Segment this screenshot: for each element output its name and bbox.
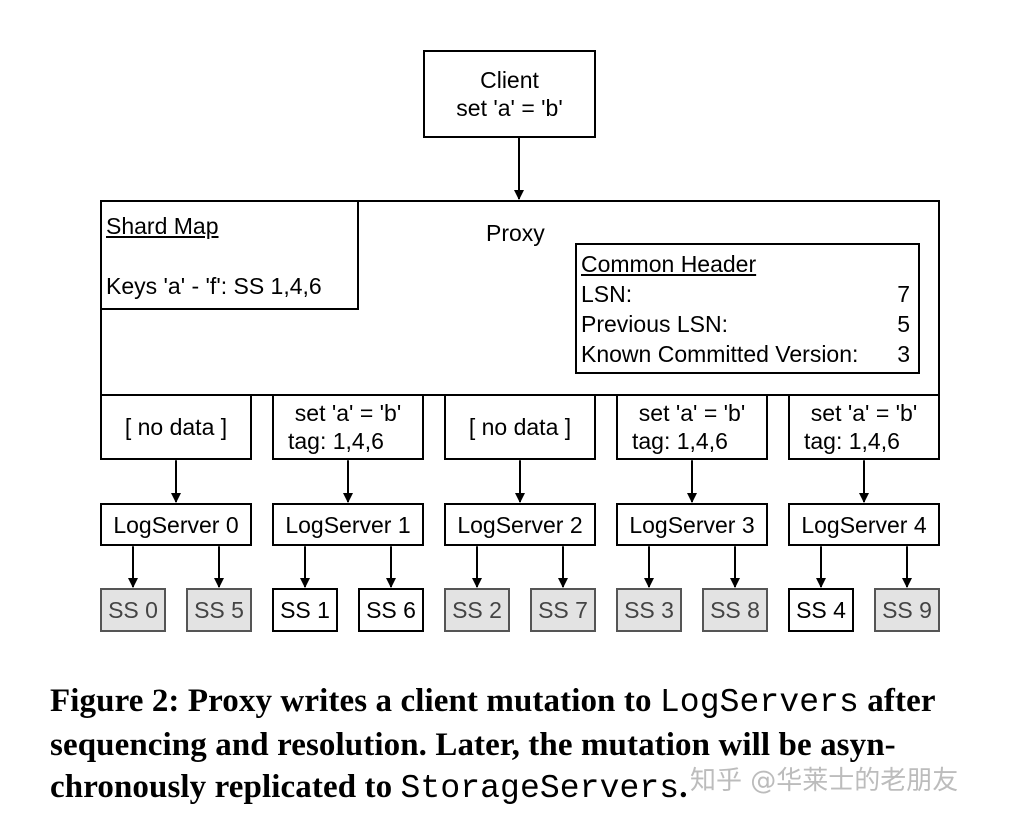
caption-part3: . xyxy=(679,769,688,805)
shard-map: Shard Map Keys 'a' - 'f': SS 1,4,6 xyxy=(100,200,359,310)
buffer-line2: tag: 1,4,6 xyxy=(804,428,900,454)
storage-server-8: SS 4 xyxy=(788,588,854,632)
client-node: Client set 'a' = 'b' xyxy=(423,50,596,138)
storage-server-label: SS 8 xyxy=(710,597,760,623)
header-row-label: Previous LSN: xyxy=(581,311,729,337)
storage-server-label: SS 2 xyxy=(452,597,502,623)
buffer-line1: set 'a' = 'b' xyxy=(294,400,402,426)
buffer-line1: [ no data ] xyxy=(124,414,228,440)
buffer-line1: set 'a' = 'b' xyxy=(638,400,746,426)
storage-server-label: SS 3 xyxy=(624,597,674,623)
client-title: Client xyxy=(480,67,539,93)
storage-server-2: SS 1 xyxy=(272,588,338,632)
storage-server-1: SS 5 xyxy=(186,588,252,632)
caption-part1: Figure 2: Proxy writes a client mutation… xyxy=(50,683,660,719)
log-buffer-2: [ no data ] xyxy=(444,394,596,460)
watermark: 知乎 @华莱士的老朋友 xyxy=(690,766,959,796)
storage-server-9: SS 9 xyxy=(874,588,940,632)
header-row-value: 7 xyxy=(897,281,910,307)
header-row-label: LSN: xyxy=(581,281,633,307)
storage-server-label: SS 5 xyxy=(194,597,244,623)
storage-server-label: SS 7 xyxy=(538,597,588,623)
header-row: Previous LSN: 5 xyxy=(581,310,910,338)
log-server-2: LogServer 2 xyxy=(444,503,596,546)
storage-server-label: SS 9 xyxy=(882,597,932,623)
storage-server-5: SS 7 xyxy=(530,588,596,632)
storage-server-6: SS 3 xyxy=(616,588,682,632)
buffer-line2: tag: 1,4,6 xyxy=(288,428,384,454)
common-header-title: Common Header xyxy=(581,251,757,277)
storage-server-4: SS 2 xyxy=(444,588,510,632)
buffer-line1: [ no data ] xyxy=(468,414,572,440)
log-server-3: LogServer 3 xyxy=(616,503,768,546)
log-server-1: LogServer 1 xyxy=(272,503,424,546)
figure-caption: Figure 2: Proxy writes a client mutation… xyxy=(50,680,1000,810)
log-server-label: LogServer 0 xyxy=(113,511,239,538)
log-buffer-1: set 'a' = 'b'tag: 1,4,6 xyxy=(272,394,424,460)
log-server-0: LogServer 0 xyxy=(100,503,252,546)
log-server-label: LogServer 3 xyxy=(629,511,755,538)
header-row: LSN: 7 xyxy=(581,280,910,308)
buffer-line1: set 'a' = 'b' xyxy=(810,400,918,426)
log-server-label: LogServer 2 xyxy=(457,511,583,538)
log-server-label: LogServer 1 xyxy=(285,511,411,538)
log-buffer-3: set 'a' = 'b'tag: 1,4,6 xyxy=(616,394,768,460)
caption-code-logservers: LogServers xyxy=(659,684,859,721)
storage-server-label: SS 4 xyxy=(796,597,846,623)
caption-part2: after sequencing and resolution. Later, … xyxy=(50,683,935,805)
storage-server-3: SS 6 xyxy=(358,588,424,632)
log-server-label: LogServer 4 xyxy=(801,511,927,538)
header-row-value: 3 xyxy=(897,341,910,367)
caption-code-storageservers: StorageServers xyxy=(400,770,680,807)
storage-server-label: SS 0 xyxy=(108,597,158,623)
log-server-4: LogServer 4 xyxy=(788,503,940,546)
buffer-line2: tag: 1,4,6 xyxy=(632,428,728,454)
storage-server-label: SS 6 xyxy=(366,597,416,623)
proxy-title: Proxy xyxy=(486,220,545,246)
log-buffer-4: set 'a' = 'b'tag: 1,4,6 xyxy=(788,394,940,460)
header-row-value: 5 xyxy=(897,311,910,337)
header-row: Known Committed Version: 3 xyxy=(581,340,910,368)
header-row-label: Known Committed Version: xyxy=(581,341,859,367)
client-command: set 'a' = 'b' xyxy=(456,95,563,121)
storage-server-0: SS 0 xyxy=(100,588,166,632)
shard-map-entry: Keys 'a' - 'f': SS 1,4,6 xyxy=(106,273,322,299)
storage-server-7: SS 8 xyxy=(702,588,768,632)
log-buffer-0: [ no data ] xyxy=(100,394,252,460)
storage-server-label: SS 1 xyxy=(280,597,330,623)
shard-map-title: Shard Map xyxy=(106,213,219,239)
diagram-connectors xyxy=(128,138,912,588)
